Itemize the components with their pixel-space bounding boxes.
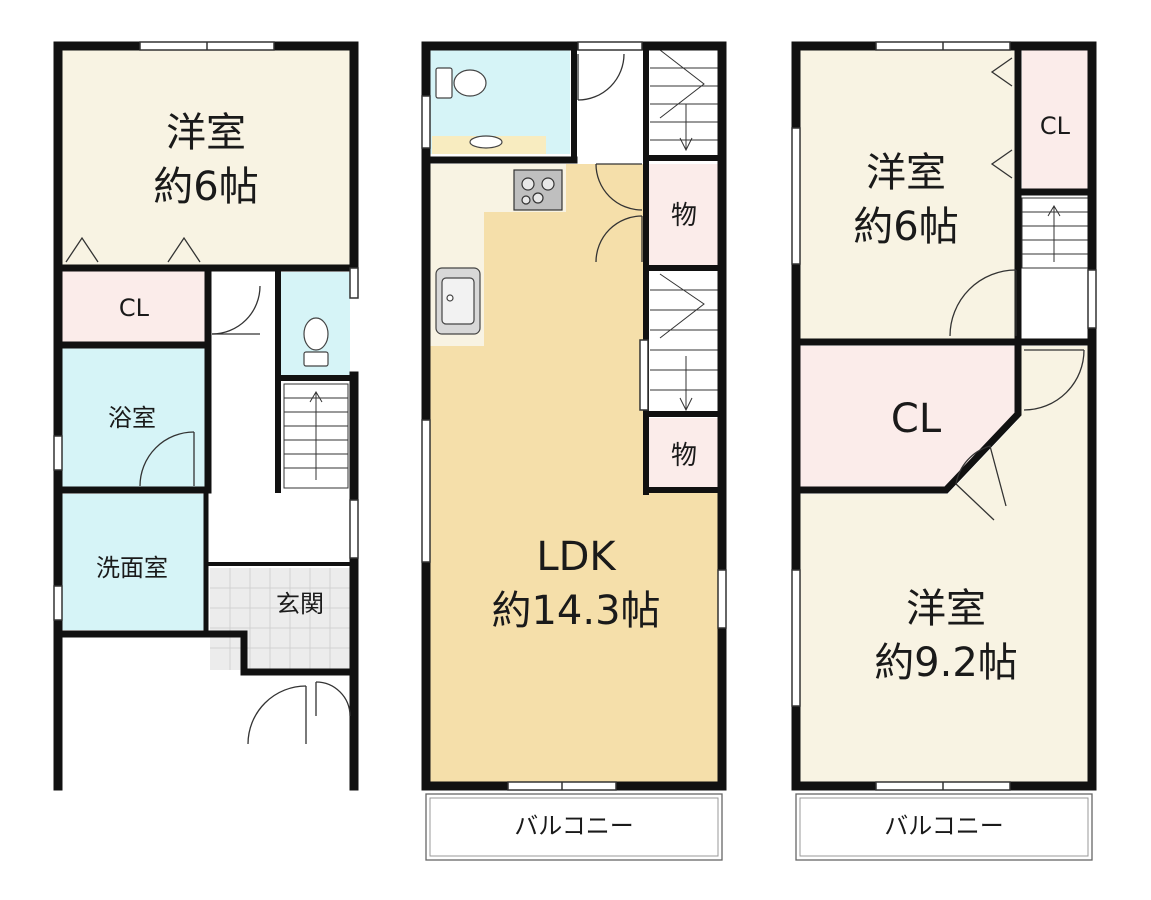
ldk-size: 約14.3帖	[491, 588, 660, 634]
bedroom-1-name: 洋室	[166, 110, 246, 156]
entrance-label: 玄関	[276, 590, 324, 618]
bath-label: 浴室	[108, 404, 156, 432]
stairs-2b-icon	[650, 273, 718, 412]
balcony-3	[795, 793, 1093, 861]
entrance-tiles	[210, 568, 350, 670]
balcony-2	[425, 793, 723, 861]
floor-1	[53, 41, 359, 791]
bedroom-1-fill	[60, 48, 352, 268]
entrance-fill	[210, 568, 350, 670]
balcony-3-label: バルコニー	[884, 812, 1004, 840]
storage-lower-fill	[648, 418, 718, 488]
stove-icon	[513, 169, 563, 211]
closet-1-label: CL	[119, 294, 150, 322]
floor-3	[791, 41, 1097, 861]
bedroom-3b-size: 約9.2帖	[874, 640, 1018, 686]
bath-fill	[60, 348, 206, 488]
washroom-fill	[60, 494, 206, 630]
stairs-1-icon	[283, 383, 349, 489]
toilet-1-icon	[303, 317, 329, 367]
bedroom-3b-fill	[800, 346, 1088, 782]
storage-upper-label: 物	[671, 201, 697, 231]
washroom-label: 洗面室	[96, 554, 168, 582]
bedroom-3b-name: 洋室	[906, 586, 986, 632]
floor-3-windows	[791, 41, 1097, 791]
sink-icon	[435, 267, 481, 335]
bedroom-3a-size: 約6帖	[853, 204, 958, 250]
storage-lower-label: 物	[671, 441, 697, 471]
balcony-2-label: バルコニー	[514, 812, 634, 840]
floor-1-windows	[53, 41, 359, 621]
ldk-name: LDK	[536, 534, 617, 580]
closet-3-large-fill	[800, 346, 1016, 488]
bedroom-3a-fill	[800, 50, 1018, 340]
floor-1-doors	[65, 236, 351, 745]
floor-2-doors	[577, 53, 643, 263]
closet-3-large-label: CL	[891, 396, 942, 442]
closet-1-fill	[60, 268, 208, 342]
bedroom-1-size: 約6帖	[153, 164, 258, 210]
closet-3-small-label: CL	[1040, 112, 1071, 140]
stairs-2a-icon	[650, 49, 718, 152]
floor-2	[421, 41, 727, 861]
floor-2-walls	[421, 41, 727, 791]
labels: 洋室 約6帖 CL 浴室 洗面室 玄関 LDK 約14.3帖 物 物 バルコニー…	[96, 110, 1071, 840]
toilet-2-icon	[435, 67, 503, 149]
storage-upper-fill	[648, 164, 718, 266]
floor-3-doors	[949, 57, 1085, 521]
closet-3-small-fill	[1022, 50, 1088, 190]
bedroom-3a-name: 洋室	[866, 150, 946, 196]
stairs-3-icon	[1021, 197, 1089, 269]
floor-2-windows	[421, 41, 727, 791]
